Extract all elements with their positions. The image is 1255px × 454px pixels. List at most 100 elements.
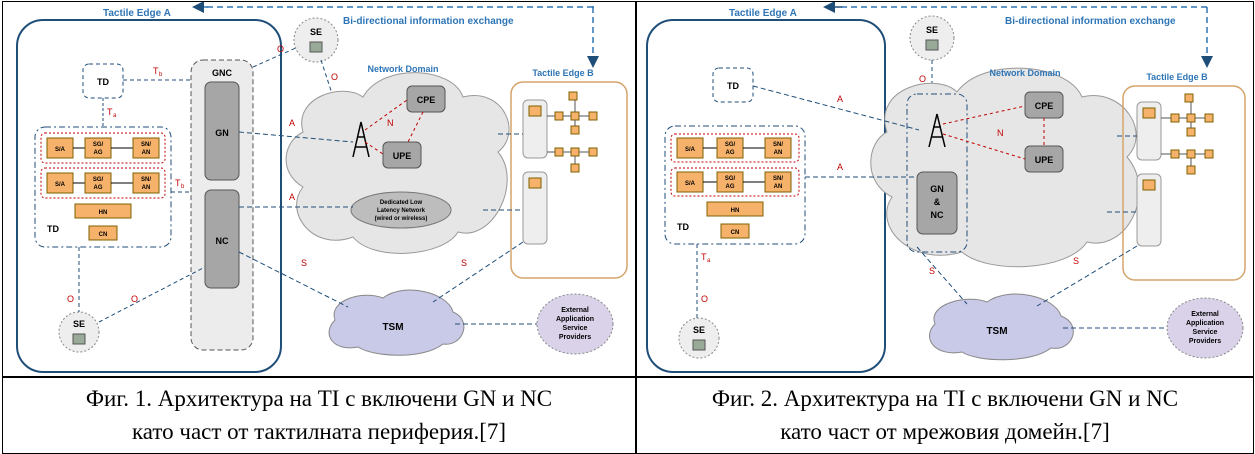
a-label-gn: A — [289, 118, 295, 128]
sn-an-box-2 — [132, 172, 160, 194]
gn-nc-line-2: & — [934, 197, 941, 207]
s-label-nc: S — [301, 258, 307, 268]
tb-sub-top: b — [159, 72, 163, 78]
cn-box — [88, 225, 118, 241]
td-main-box-2 — [664, 125, 806, 245]
tactile-edge-a-label-2: Tactile Edge A — [729, 8, 797, 19]
edge-b-node-tree-2 — [1170, 93, 1214, 175]
sensor-row-2-2 — [670, 167, 800, 197]
o-link-bottom-right — [98, 266, 206, 323]
ta-sub: a — [113, 113, 117, 119]
o-label-bottom-right: O — [131, 294, 138, 304]
external-line-2: Application — [556, 316, 594, 323]
edge-b-tree-lines — [547, 100, 589, 164]
sn-label-1-2: SN/ — [773, 142, 783, 148]
edge-b-device-2-2 — [1136, 173, 1162, 247]
o-label-top-2: O — [919, 74, 926, 84]
dedicated-line-1: Dedicated Low — [380, 200, 423, 206]
tb-label-top: T — [153, 66, 159, 76]
ag-label-2: AG — [94, 185, 103, 191]
s-link-gnnc-2 — [916, 246, 968, 305]
upe-box — [382, 141, 422, 169]
edge-b-node-1 — [528, 105, 542, 117]
n-label-2: N — [997, 128, 1004, 138]
s-link-edgeb — [432, 241, 524, 303]
o-link-top — [252, 46, 299, 68]
external-line-1-2: External — [1191, 311, 1219, 318]
external-app-cloud — [536, 293, 614, 355]
external-line-4: Providers — [559, 334, 591, 341]
sensor-row-1 — [40, 132, 166, 164]
se-bottom-label: SE — [73, 319, 85, 329]
td-top-box-2 — [712, 67, 754, 103]
tactile-edge-a-box-2 — [646, 19, 886, 373]
tsm-cloud — [328, 289, 465, 356]
sa-label-1-2: S/A — [685, 147, 696, 153]
se-cloud-top — [293, 17, 339, 63]
external-line-1: External — [561, 307, 589, 314]
external-line-4-2: Providers — [1189, 338, 1221, 345]
sn-label-1: SN/ — [141, 142, 151, 148]
gn-box — [204, 81, 240, 181]
o-label-top: O — [277, 44, 284, 54]
se-top-icon — [309, 41, 323, 53]
td-top-label-2: TD — [727, 81, 739, 91]
edge-b-node-2 — [528, 177, 542, 189]
tsm-cloud-2 — [929, 293, 1074, 361]
se-cloud-top-2 — [909, 15, 955, 61]
figure2-panel: Tactile Edge A Bi-directional informatio… — [636, 1, 1254, 377]
n-link-upe-2 — [942, 133, 1026, 160]
gn-nc-line-3: NC — [931, 210, 944, 220]
tower-icon-2 — [928, 113, 946, 148]
upe-label: UPE — [393, 151, 412, 161]
se-bottom-label-2: SE — [693, 325, 705, 335]
tactile-edge-a-box — [16, 19, 282, 373]
figure1-diagram: Tactile Edge A Bi-directional informatio… — [16, 2, 628, 373]
dedicated-line-3: (wired or wireless) — [375, 216, 428, 222]
ag-label-1-2: AG — [726, 150, 735, 156]
dedicated-network — [350, 191, 452, 229]
bidirectional-label-2: Bi-directional information exchange — [1005, 16, 1176, 27]
an-label-1: AN — [142, 150, 151, 156]
tactile-edge-b-box-2 — [1122, 85, 1246, 281]
sa-label-1: S/A — [55, 147, 66, 153]
hn-label: HN — [99, 210, 108, 216]
tactile-edge-b-label-2: Tactile Edge B — [1146, 72, 1208, 82]
figure2-caption: Фиг. 2. Архитектура на TI с включени GN … — [636, 377, 1254, 454]
figure1-caption-line-2: като част от тактилната периферия.[7] — [131, 419, 507, 444]
a-link-td-2 — [752, 85, 920, 131]
n-label: N — [387, 118, 394, 128]
td-top-box — [82, 63, 124, 99]
figure2-diagram: Tactile Edge A Bi-directional informatio… — [646, 2, 1246, 373]
tb-sub-bottom: b — [181, 184, 185, 190]
sg-label-2-2: SG/ — [725, 176, 736, 182]
hn-label-2: HN — [731, 208, 740, 214]
sn-label-2-2: SN/ — [773, 176, 783, 182]
dedicated-line-2: Latency Network — [377, 208, 426, 214]
sa-label-2: S/A — [55, 182, 66, 188]
sa-label-2-2: S/A — [685, 181, 696, 187]
td-main-box — [34, 126, 172, 248]
edge-b-node-2-2 — [1142, 179, 1156, 191]
figure2-caption-line-1: Фиг. 2. Архитектура на TI с включени GN … — [711, 386, 1179, 411]
an-label-2: AN — [142, 185, 151, 191]
gnc-label: GNC — [212, 68, 233, 78]
hn-box — [74, 203, 132, 219]
external-line-3-2: Service — [1193, 329, 1218, 336]
network-domain-label: Network Domain — [367, 64, 438, 74]
hn-box-2 — [706, 201, 764, 217]
sg-label-2: SG/ — [93, 177, 104, 183]
sg-label-1: SG/ — [93, 142, 104, 148]
upe-label-2: UPE — [1035, 155, 1054, 165]
s-label-gnnc-2: S — [929, 266, 935, 276]
a-link-gn — [238, 131, 354, 143]
sn-an-box-1-2 — [764, 137, 792, 159]
cn-label: CN — [99, 232, 108, 238]
tower-icon — [352, 121, 370, 158]
gn-nc-container-2 — [906, 93, 968, 253]
td-main-label: TD — [47, 224, 59, 234]
ag-label-2-2: AG — [726, 184, 735, 190]
figure1-panel: Tactile Edge A Bi-directional informatio… — [2, 1, 636, 377]
external-app-cloud-2 — [1166, 297, 1244, 359]
